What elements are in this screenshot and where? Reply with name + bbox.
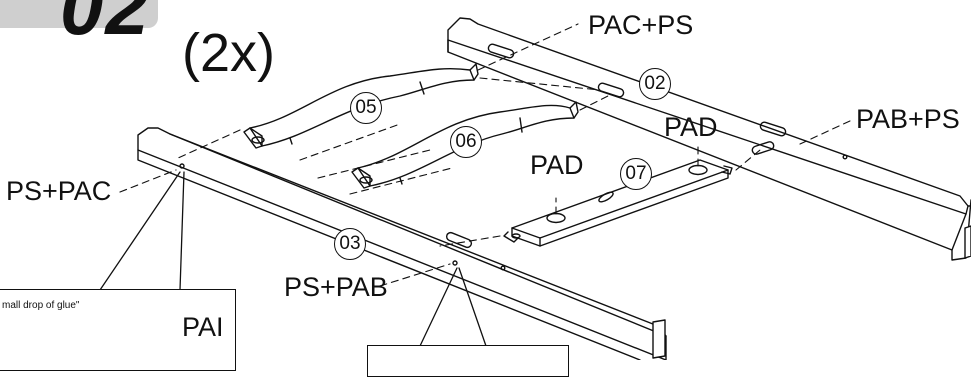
- slat-05: [243, 63, 479, 149]
- part-number-05: 05: [350, 92, 382, 124]
- label-pad-mid: PAD: [530, 150, 584, 180]
- label-pac-ps: PAC+PS: [588, 10, 694, 40]
- rail-02: [447, 17, 971, 261]
- part-number-03: 03: [334, 228, 366, 260]
- glue-instruction-text: mall drop of glue": [2, 300, 80, 311]
- label-pab-ps: PAB+PS: [856, 104, 960, 134]
- step-badge: [0, 0, 158, 28]
- assembly-drawing: [33, 17, 971, 360]
- label-ps-pab: PS+PAB: [284, 272, 388, 302]
- label-pai: PAI: [182, 312, 224, 342]
- guide-lines: [119, 23, 853, 287]
- step-number: 02: [60, 0, 151, 51]
- label-ps-pac: PS+PAC: [6, 176, 112, 206]
- glue-callout-box: [0, 289, 236, 371]
- quantity-label: (2x): [182, 23, 275, 83]
- label-pad-top: PAD: [664, 112, 718, 142]
- callout-leaders: [99, 171, 487, 347]
- part-number-06: 06: [450, 126, 482, 158]
- part-number-07: 07: [620, 158, 652, 190]
- part-number-02: 02: [639, 68, 671, 100]
- glue-callout-box-2: [367, 345, 569, 377]
- rail-03: [137, 127, 667, 360]
